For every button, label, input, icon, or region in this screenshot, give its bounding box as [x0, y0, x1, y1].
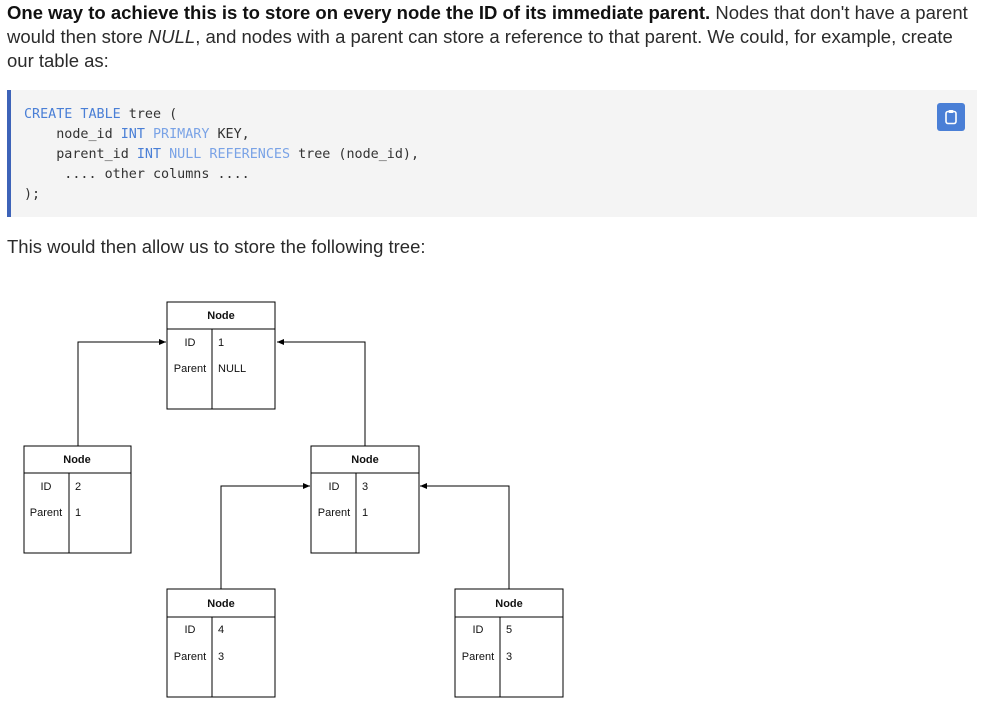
node-box: Node ID 2 Parent 1 — [23, 445, 132, 554]
id-value: 4 — [218, 624, 224, 636]
id-label: ID — [41, 481, 52, 493]
id-value: 1 — [218, 337, 224, 349]
parent-label: Parent — [30, 507, 62, 519]
id-label: ID — [185, 624, 196, 636]
parent-value: 3 — [218, 651, 224, 663]
id-value: 3 — [362, 481, 368, 493]
connector-2-to-1 — [77, 339, 166, 446]
code-text: tree ( — [120, 107, 178, 122]
node-header: Node — [207, 310, 235, 322]
code-keyword: CREATE TABLE — [24, 107, 121, 122]
connector-4-to-3 — [220, 483, 310, 589]
code-keyword: INT — [120, 127, 145, 142]
intro-bold: One way to achieve this is to store on e… — [7, 2, 711, 23]
id-label: ID — [329, 481, 340, 493]
parent-value: 1 — [75, 507, 81, 519]
id-value: 2 — [75, 481, 81, 493]
node-header: Node — [207, 598, 235, 610]
parent-label: Parent — [318, 507, 350, 519]
node-box: Node ID 4 Parent 3 — [166, 588, 276, 698]
code-content: CREATE TABLE tree ( node_id INT PRIMARY … — [24, 105, 419, 205]
code-keyword: PRIMARY — [144, 127, 210, 142]
node-box: Node ID 1 Parent NULL — [166, 301, 276, 410]
code-text: ); — [24, 187, 41, 202]
code-keyword: REFERENCES — [201, 147, 291, 162]
parent-label: Parent — [174, 363, 206, 375]
code-keyword: NULL — [161, 147, 202, 162]
code-keyword: INT — [136, 147, 162, 162]
after-paragraph: This would then allow us to store the fo… — [7, 236, 426, 257]
node-box: Node ID 3 Parent 1 — [310, 445, 420, 554]
node-header: Node — [495, 598, 523, 610]
parent-value: 3 — [506, 651, 512, 663]
null-word: NULL — [147, 26, 196, 47]
intro-paragraph: One way to achieve this is to store on e… — [7, 1, 977, 73]
node-box: Node ID 5 Parent 3 — [454, 588, 564, 698]
parent-label: Parent — [174, 651, 206, 663]
code-text: node_id — [24, 127, 121, 142]
code-text: tree (node_id), — [290, 147, 420, 162]
code-text: .... other columns .... — [24, 167, 250, 182]
parent-value: 1 — [362, 507, 368, 519]
code-text: parent_id — [24, 147, 137, 162]
intro-text-1: Nodes that don't have a parent would the… — [7, 2, 968, 47]
node-header: Node — [63, 454, 91, 466]
code-block: CREATE TABLE tree ( node_id INT PRIMARY … — [7, 90, 977, 217]
connector-3-to-1 — [277, 339, 366, 446]
node-header: Node — [351, 454, 379, 466]
connector-5-to-3 — [420, 483, 510, 589]
parent-label: Parent — [462, 651, 494, 663]
id-label: ID — [185, 337, 196, 349]
intro-text-2: , and nodes with a parent can store a re… — [7, 26, 953, 71]
parent-value: NULL — [218, 363, 246, 375]
id-value: 5 — [506, 624, 512, 636]
copy-code-button[interactable] — [937, 103, 965, 131]
clipboard-icon — [945, 110, 957, 125]
code-text: KEY, — [209, 127, 250, 142]
id-label: ID — [473, 624, 484, 636]
